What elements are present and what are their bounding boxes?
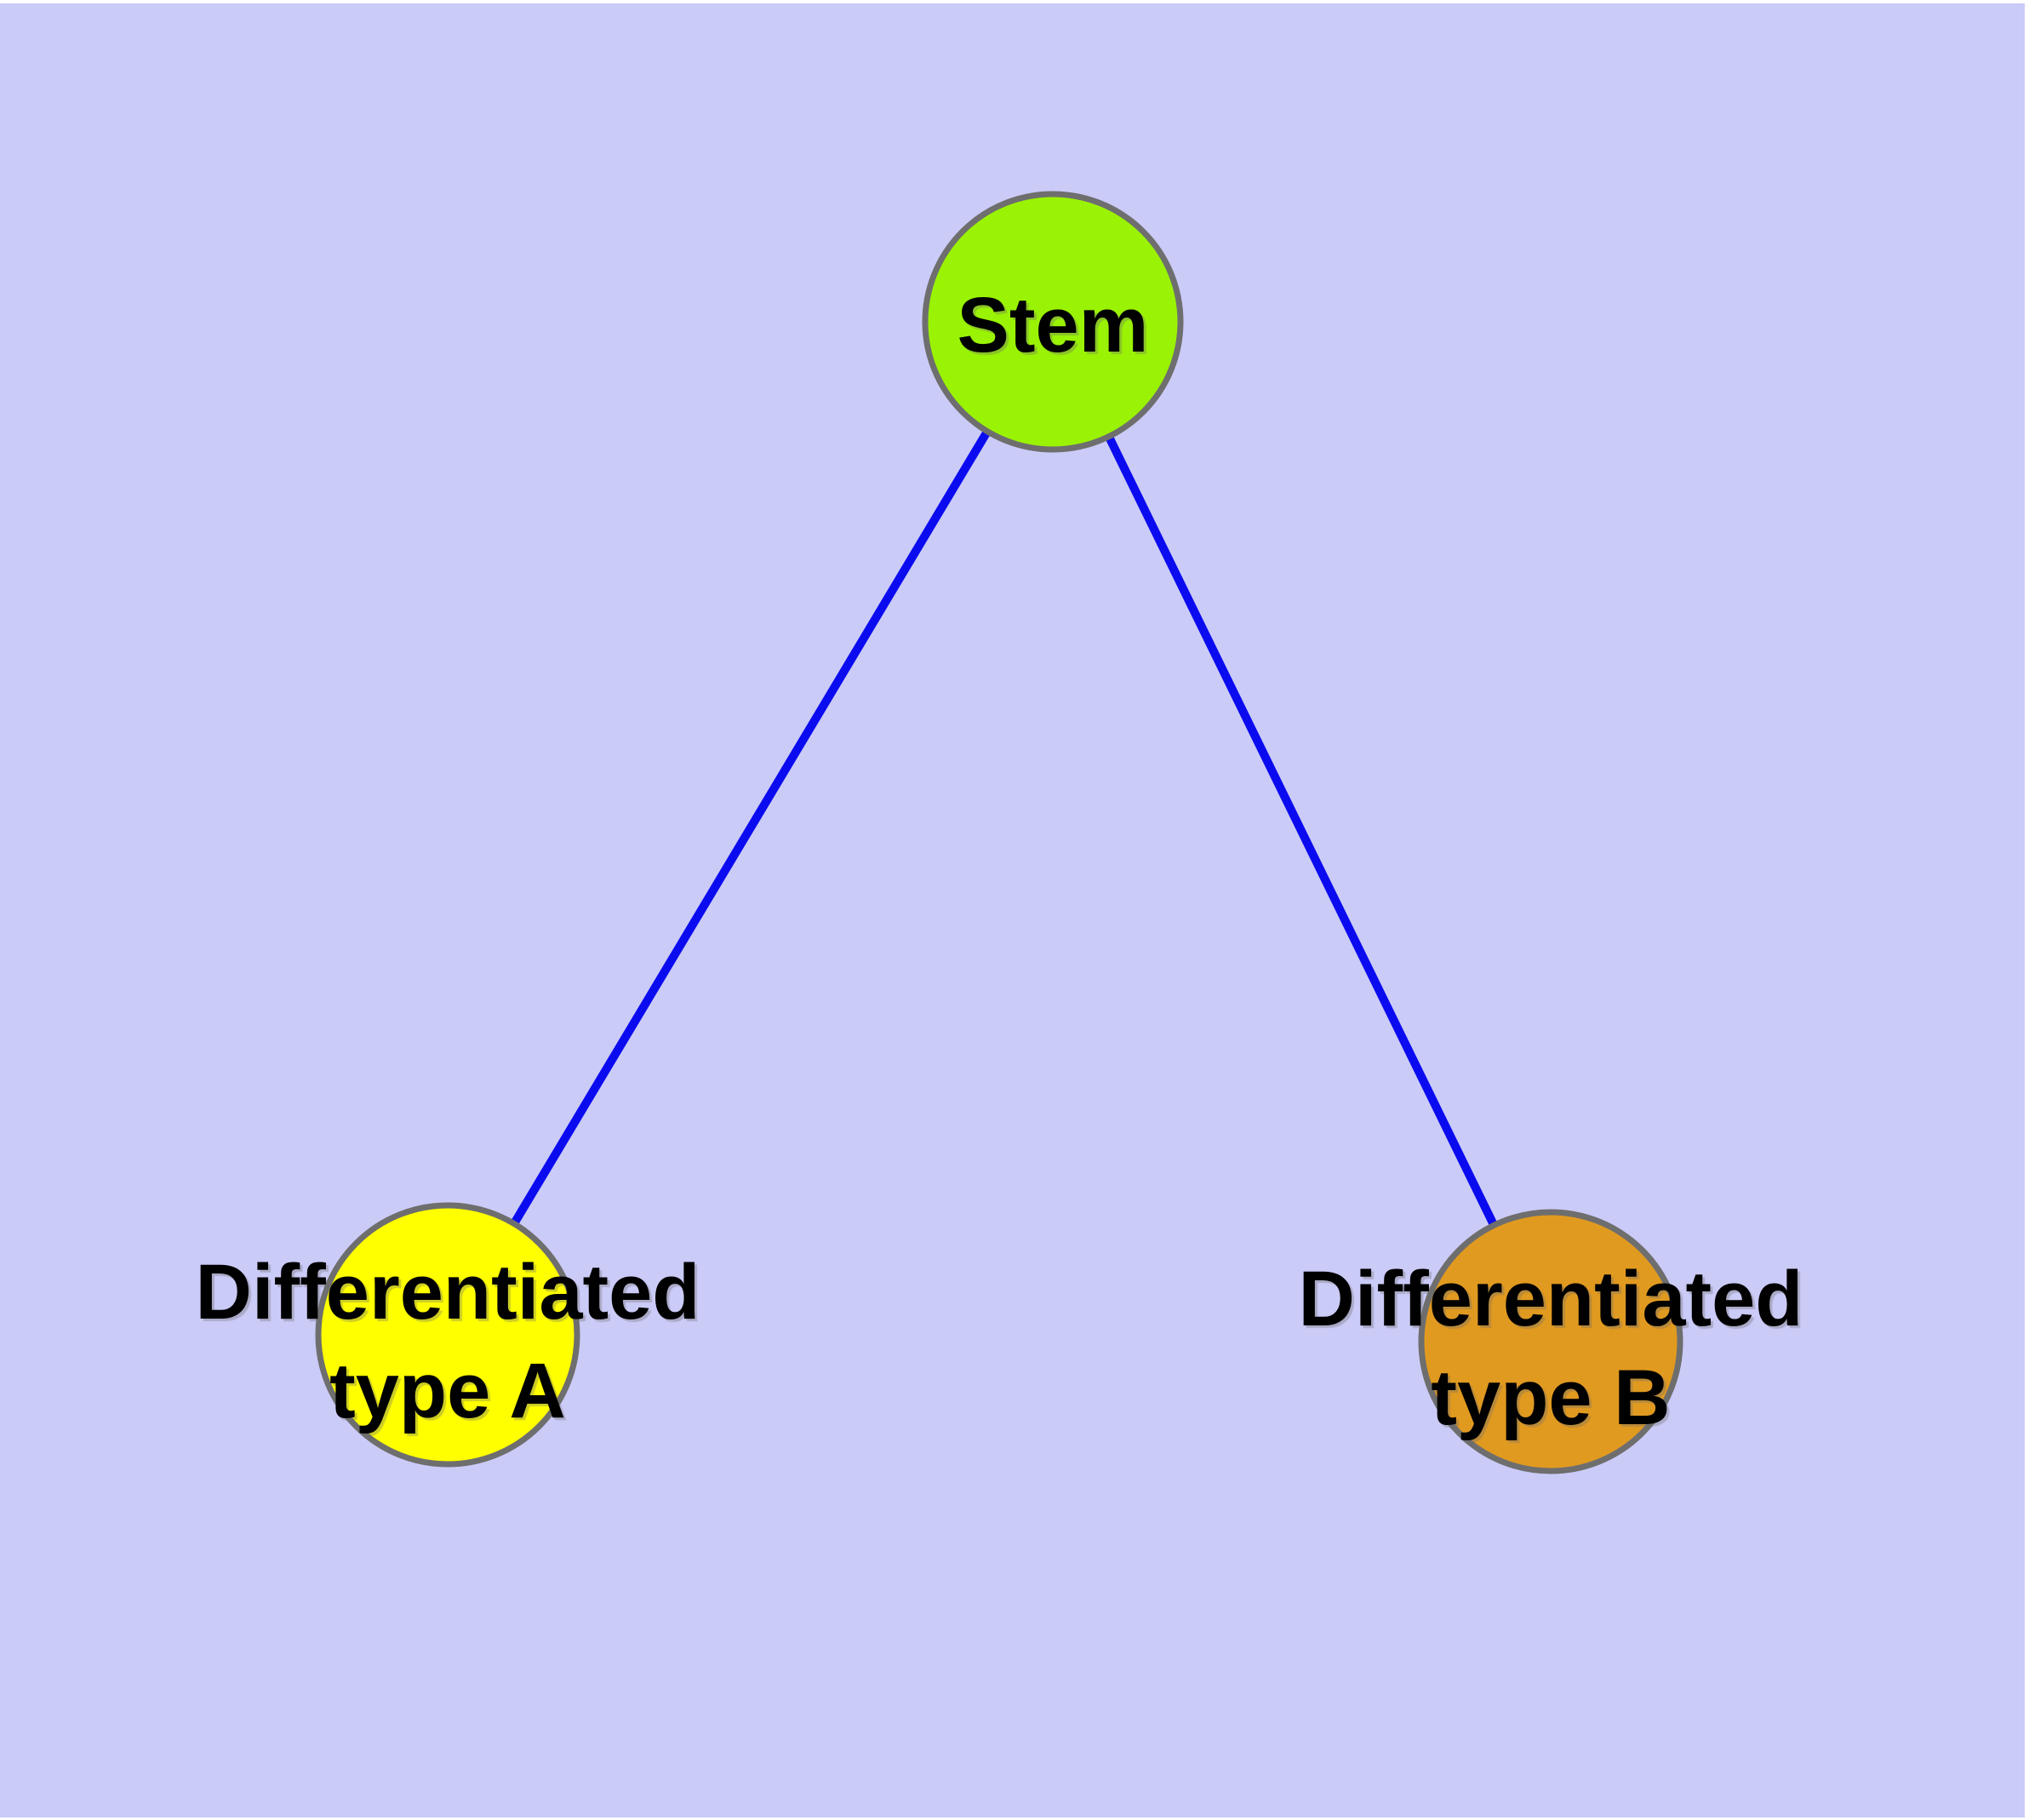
node-stem[interactable] <box>922 191 1184 453</box>
edge-stem-to-type-b <box>1049 319 1555 1344</box>
edge-stem-to-type-a <box>443 319 1057 1337</box>
node-differentiated-type-b[interactable] <box>1418 1209 1683 1474</box>
node-differentiated-type-a[interactable] <box>315 1202 580 1468</box>
graph-canvas: Stem Differentiated type A Differentiate… <box>0 3 2025 1817</box>
graph-svg <box>315 191 1683 1474</box>
